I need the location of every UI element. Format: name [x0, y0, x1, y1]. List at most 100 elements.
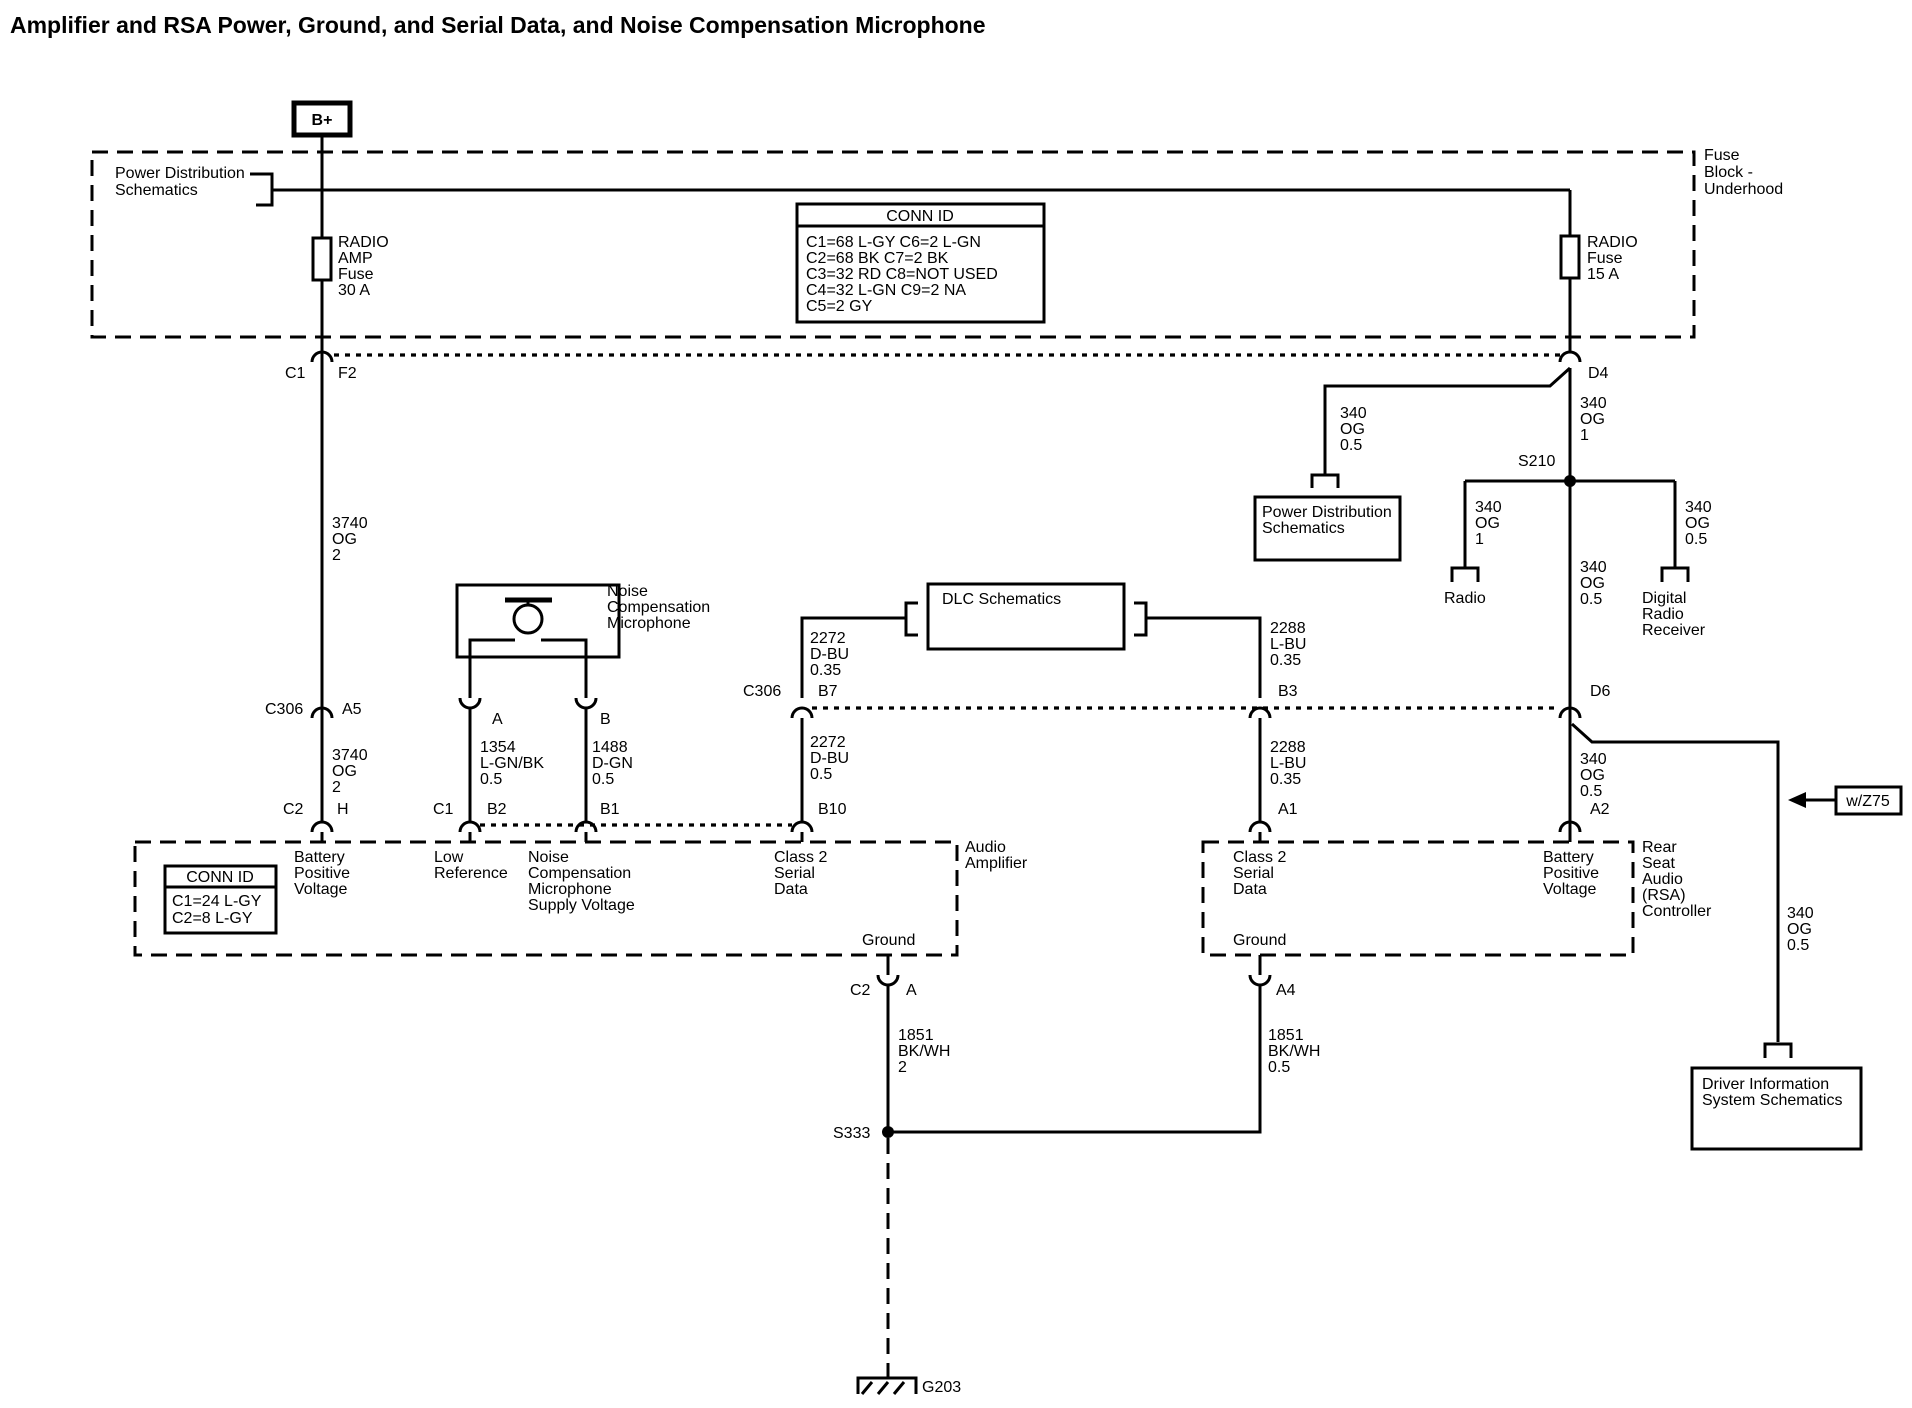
svg-text:Audio: Audio	[965, 839, 1006, 856]
svg-text:Serial: Serial	[1233, 865, 1274, 882]
dlc-right-connector	[1134, 601, 1148, 637]
wire-340-power-dist	[1323, 366, 1572, 475]
svg-text:OG: OG	[1580, 411, 1605, 428]
microphone-label: Noise Compensation Microphone	[607, 583, 710, 632]
connector-c306-label: C306	[265, 701, 303, 718]
svg-text:2288: 2288	[1270, 620, 1306, 637]
svg-text:Supply Voltage: Supply Voltage	[528, 897, 635, 914]
connector-d6-label: D6	[1590, 683, 1611, 700]
connector-a1	[1248, 820, 1272, 833]
svg-text:2272: 2272	[810, 734, 846, 751]
svg-text:3740: 3740	[332, 747, 368, 764]
drr-connector	[1660, 566, 1690, 582]
svg-text:Amplifier: Amplifier	[965, 855, 1028, 872]
battery-label: B+	[312, 112, 333, 129]
microphone-icon	[512, 603, 544, 635]
svg-text:340: 340	[1580, 751, 1607, 768]
splice-s333	[882, 1126, 894, 1138]
svg-text:1851: 1851	[898, 1027, 934, 1044]
connector-c2-ground	[876, 974, 900, 987]
microphone-wiring	[468, 638, 588, 648]
svg-text:C5=2 GY: C5=2 GY	[806, 298, 873, 315]
wire-340-radio-label: 340 OG 1	[1475, 499, 1502, 548]
svg-text:C2=8 L-GY: C2=8 L-GY	[172, 910, 253, 927]
amp-pin-battery-positive: Battery Positive Voltage	[294, 849, 350, 898]
connector-b7-label: B7	[818, 683, 838, 700]
connector-c2-h	[310, 820, 334, 833]
svg-text:OG: OG	[1580, 575, 1605, 592]
svg-text:340: 340	[1787, 905, 1814, 922]
svg-text:Battery: Battery	[1543, 849, 1594, 866]
amplifier-conn-id: CONN ID C1=24 L-GY C2=8 L-GY	[163, 864, 278, 935]
svg-text:D-BU: D-BU	[810, 646, 849, 663]
fuse-block-outline	[90, 150, 1696, 339]
wire-2272-top	[800, 616, 906, 698]
svg-text:C1=24 L-GY: C1=24 L-GY	[172, 893, 262, 910]
svg-text:0.5: 0.5	[1268, 1059, 1290, 1076]
svg-text:RADIO: RADIO	[1587, 234, 1638, 251]
dlc-schematics-label: DLC Schematics	[942, 591, 1061, 608]
svg-text:C1=68 L-GY C6=2 L-GN: C1=68 L-GY C6=2 L-GN	[806, 234, 981, 251]
connector-c1-label: C1	[285, 365, 306, 382]
connector-c2-label: C2	[283, 801, 304, 818]
radio-amp-fuse-label: RADIO AMP Fuse 30 A	[338, 234, 389, 299]
connector-mic-b	[574, 697, 598, 710]
svg-text:Reference: Reference	[434, 865, 508, 882]
svg-text:1: 1	[1580, 427, 1589, 444]
connector-c1-b2	[458, 820, 482, 833]
power-distribution-ref: Power Distribution Schematics	[115, 165, 322, 207]
wire-3740-bottom-label: 3740 OG 2	[332, 747, 368, 796]
svg-text:OG: OG	[1685, 515, 1710, 532]
svg-text:Fuse: Fuse	[1704, 147, 1740, 164]
svg-text:Radio: Radio	[1642, 606, 1684, 623]
connector-f2-label: F2	[338, 365, 357, 382]
svg-text:C3=32 RD C8=NOT USED: C3=32 RD C8=NOT USED	[806, 266, 998, 283]
svg-text:BK/WH: BK/WH	[898, 1043, 950, 1060]
power-distribution-box-label: Power Distribution	[1262, 504, 1392, 521]
rsa-pin-class2-serial-data: Class 2 Serial Data	[1233, 849, 1286, 898]
connector-d4	[1558, 350, 1582, 363]
amp-ground-label: Ground	[862, 932, 915, 949]
wire-2288-top-label: 2288 L-BU 0.35	[1270, 620, 1306, 669]
svg-text:OG: OG	[332, 531, 357, 548]
svg-text:2: 2	[332, 779, 341, 796]
connector-a2	[1558, 820, 1582, 833]
splice-s210-label: S210	[1518, 453, 1555, 470]
connector-c1-amp-label: C1	[433, 801, 454, 818]
svg-text:CONN ID: CONN ID	[886, 208, 954, 225]
svg-text:Voltage: Voltage	[1543, 881, 1596, 898]
svg-text:CONN ID: CONN ID	[186, 869, 254, 886]
radio-amp-fuse	[311, 236, 333, 282]
svg-text:Noise: Noise	[607, 583, 648, 600]
connector-a4	[1248, 974, 1272, 987]
connector-c306-label: C306	[743, 683, 781, 700]
wire-2288-bottom-label: 2288 L-BU 0.35	[1270, 739, 1306, 788]
arrow-left-icon	[1788, 792, 1806, 808]
svg-text:C2=68 BK C7=2 BK: C2=68 BK C7=2 BK	[806, 250, 949, 267]
wire-2272-top-label: 2272 D-BU 0.35	[810, 630, 849, 679]
svg-text:340: 340	[1685, 499, 1712, 516]
dlc-left-connector	[904, 601, 918, 637]
wire-340-drr-label: 340 OG 0.5	[1685, 499, 1712, 548]
ground-g203-label: G203	[922, 1379, 961, 1396]
svg-text:Positive: Positive	[1543, 865, 1599, 882]
audio-amplifier	[133, 840, 959, 957]
svg-text:Data: Data	[774, 881, 808, 898]
connector-c306-d6	[1558, 706, 1582, 719]
connector-a2-label: A2	[1590, 801, 1610, 818]
rsa-pin-battery-positive: Battery Positive Voltage	[1543, 849, 1599, 898]
driver-info-connector	[1763, 1042, 1793, 1058]
svg-text:340: 340	[1475, 499, 1502, 516]
connector-d4-label: D4	[1588, 365, 1609, 382]
svg-text:0.5: 0.5	[1580, 783, 1602, 800]
svg-text:Low: Low	[434, 849, 464, 866]
rsa-controller-label: Rear Seat Audio (RSA) Controller	[1642, 839, 1712, 920]
connector-h-label: H	[337, 801, 349, 818]
svg-text:Underhood: Underhood	[1704, 181, 1783, 198]
svg-text:0.5: 0.5	[1685, 531, 1707, 548]
svg-text:D-GN: D-GN	[592, 755, 633, 772]
svg-text:0.35: 0.35	[1270, 771, 1301, 788]
digital-radio-receiver-label: Digital Radio Receiver	[1642, 590, 1706, 639]
wire-340-s210-label: 340 OG 0.5	[1580, 559, 1607, 608]
connector-a5-label: A5	[342, 701, 362, 718]
